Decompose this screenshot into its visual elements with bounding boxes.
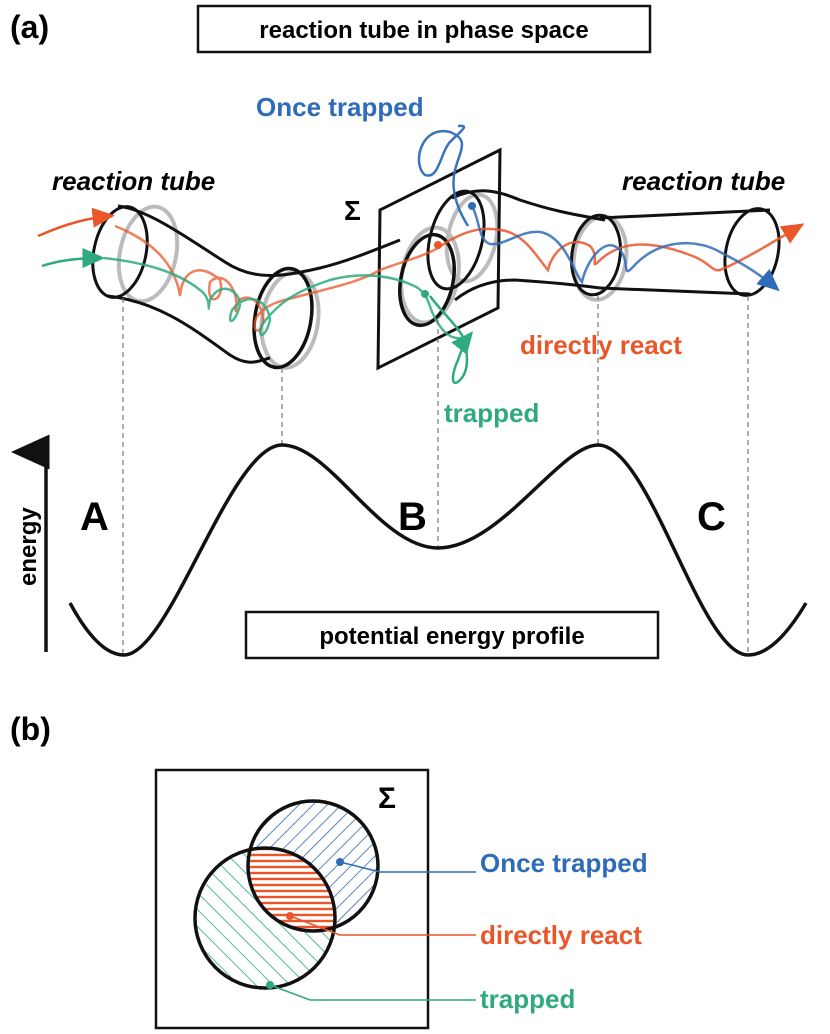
well-c-label: C <box>697 495 726 539</box>
trajectory-blue <box>417 124 780 292</box>
trajectory-green <box>41 248 474 385</box>
projection-lines <box>122 295 749 655</box>
reaction-tube-right <box>426 189 781 302</box>
sigma-label-a: Σ <box>344 195 361 226</box>
reaction-tube-label-left: reaction tube <box>52 166 215 196</box>
tube-middle-ring <box>398 232 456 328</box>
once-trapped-label-b: Once trapped <box>480 848 648 878</box>
panel-a-label: (a) <box>10 9 49 45</box>
profile-title-box: potential energy profile <box>244 610 660 660</box>
trapped-circle <box>193 846 337 990</box>
energy-axis-label: energy <box>15 507 42 586</box>
potential-energy-curve <box>68 443 808 657</box>
once-trapped-label-a: Once trapped <box>256 92 424 122</box>
leader-lines <box>266 858 476 1001</box>
trapped-label-a: trapped <box>444 398 539 428</box>
trapped-label-b: trapped <box>480 984 575 1014</box>
sigma-plane: Σ <box>344 147 502 371</box>
tube-left-front-ring <box>252 266 314 370</box>
tube-title: reaction tube in phase space <box>259 17 588 44</box>
directly-react-label-a: directly react <box>520 330 682 360</box>
panel-b-label: (b) <box>10 711 51 747</box>
title-box: reaction tube in phase space <box>196 4 652 54</box>
directly-react-label-b: directly react <box>480 920 642 950</box>
profile-title: potential energy profile <box>319 623 584 650</box>
well-b-label: B <box>398 495 427 539</box>
reaction-tube-label-right: reaction tube <box>622 166 785 196</box>
energy-axis: energy <box>11 434 50 652</box>
well-a-label: A <box>80 495 109 539</box>
sigma-label-b: Σ <box>378 782 396 815</box>
reaction-tube-left <box>91 204 401 364</box>
once-trapped-circle <box>246 799 380 933</box>
